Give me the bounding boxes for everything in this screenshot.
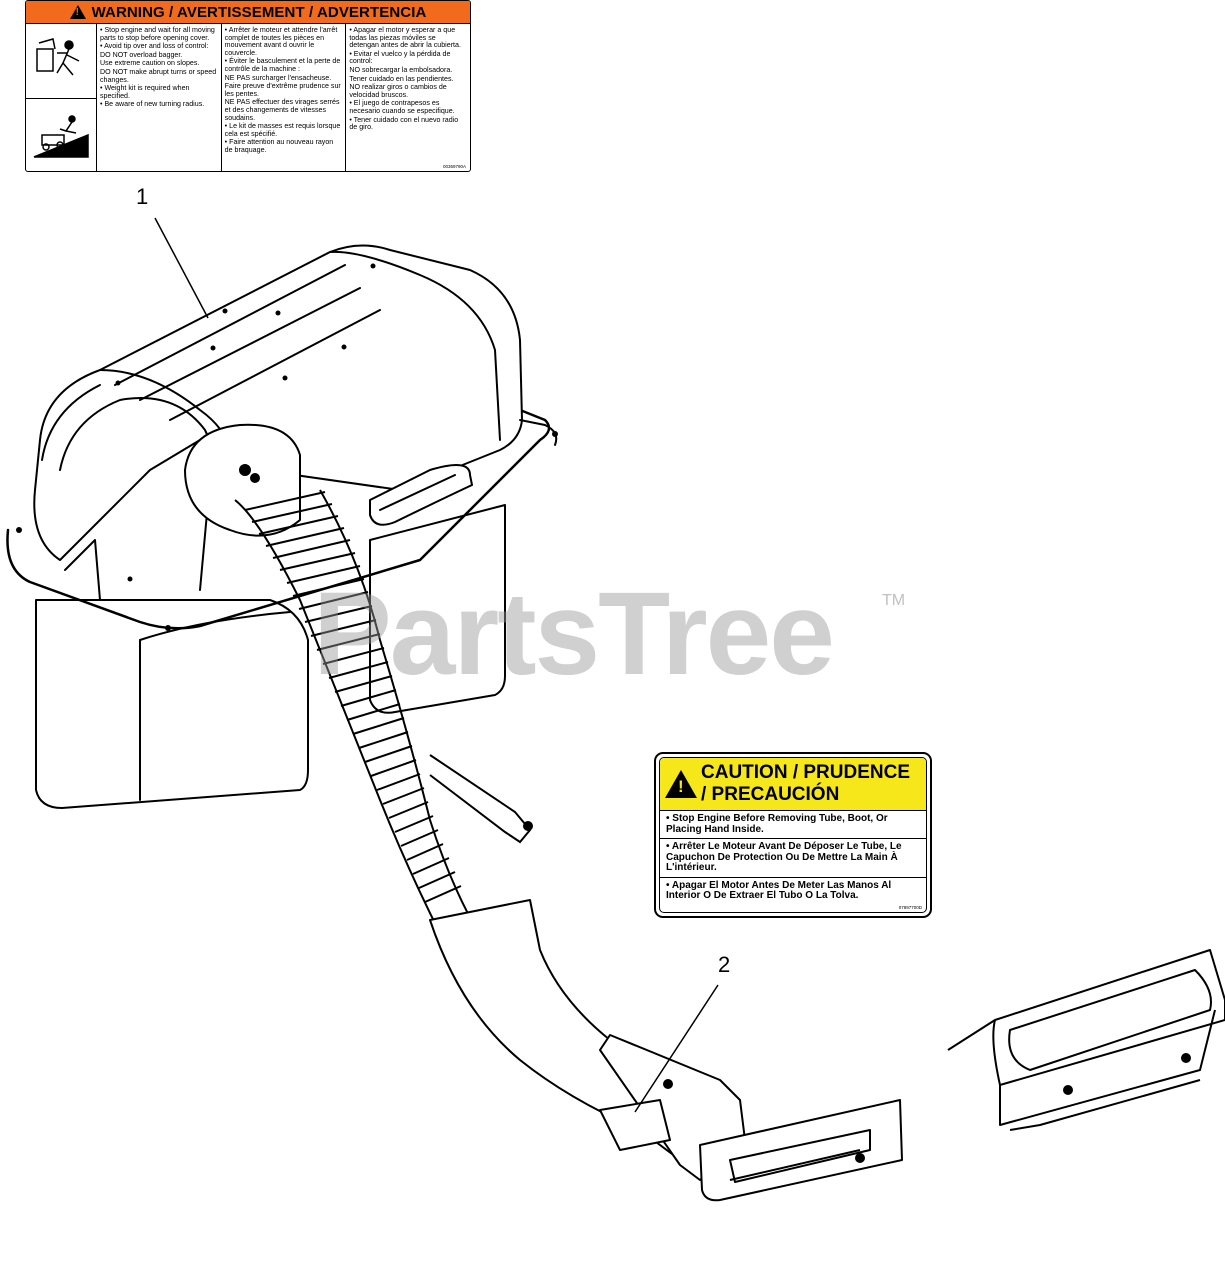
caution-triangle-icon	[665, 770, 697, 798]
bagger-container-right	[369, 504, 506, 714]
warning-header: WARNING / AVERTISSEMENT / ADVERTENCIA	[26, 1, 470, 23]
leader-line-2	[634, 984, 719, 1113]
caution-item-english: • Stop Engine Before Removing Tube, Boot…	[660, 811, 926, 839]
warning-triangle-icon	[69, 5, 86, 19]
callout-2[interactable]: 2	[718, 952, 731, 977]
tip-over-pictogram-icon	[26, 97, 96, 172]
caution-title-line2: / PRECAUCIÓN	[701, 784, 840, 805]
bagger-hood	[33, 244, 523, 561]
caution-item-french: • Arrêter Le Moteur Avant De Déposer Le …	[660, 839, 926, 878]
callout-1[interactable]: 1	[136, 184, 149, 209]
warning-title: WARNING / AVERTISSEMENT / ADVERTENCIA	[91, 3, 427, 21]
hose-inlet-ring	[184, 423, 301, 537]
warning-text-french: • Arrêter le moteur et attendre l'arrêt …	[222, 24, 347, 171]
watermark: PartsTree	[313, 568, 835, 700]
warning-text-english: • Stop engine and wait for all moving pa…	[97, 24, 222, 171]
warning-decal: WARNING / AVERTISSEMENT / ADVERTENCIA • …	[25, 0, 471, 172]
caution-decal-code: 07897700D	[898, 905, 922, 910]
warning-text-spanish: • Apagar el motor y esperar a que todas …	[349, 26, 467, 169]
watermark-trademark: TM	[882, 592, 906, 609]
hand-entanglement-pictogram-icon	[26, 24, 96, 98]
leader-line-1	[154, 217, 209, 319]
bagger-container-left	[35, 599, 309, 809]
caution-decal: CAUTION / PRUDENCE / PRECAUCIÓN • Stop E…	[654, 752, 932, 918]
caution-item-spanish: • Apagar El Motor Antes De Meter Las Man…	[666, 879, 892, 901]
caution-title-line1: CAUTION / PRUDENCE	[701, 762, 911, 783]
warning-decal-code: 00369790A	[442, 164, 467, 169]
caution-header: CAUTION / PRUDENCE / PRECAUCIÓN	[660, 758, 926, 811]
